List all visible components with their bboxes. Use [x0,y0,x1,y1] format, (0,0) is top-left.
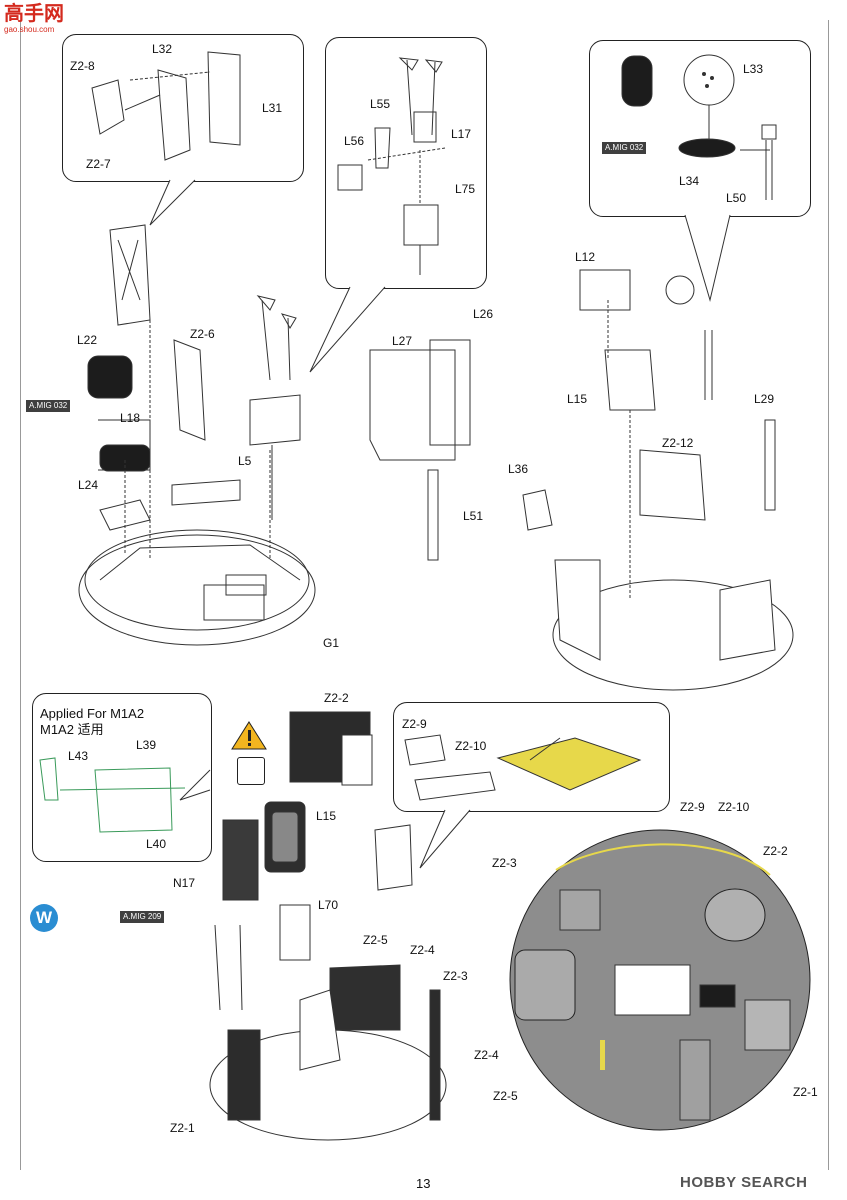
step-marker: W [30,904,58,932]
part-label: L12 [575,250,596,264]
part-label: Z2-2 [324,691,349,705]
paint-tag: A.MIG 032 [602,142,647,154]
part-label: Z2-8 [70,59,95,73]
applied-box-title: Applied For M1A2 M1A2 适用 [40,706,144,738]
page-number: 13 [416,1176,431,1191]
page-frame [20,20,829,1170]
part-label: L27 [392,334,413,348]
part-label: L22 [77,333,98,347]
middle-right-parts [404,734,642,801]
part-label: Z2-5 [493,1089,518,1103]
part-label: L15 [316,809,337,823]
part-label: L31 [262,101,283,115]
part-label: L43 [68,749,89,763]
part-label: Z2-6 [190,327,215,341]
part-label: Z2-9 [402,717,427,731]
paint-tag: A.MIG 209 [120,911,165,923]
part-label: L39 [136,738,157,752]
applied-title-line2: M1A2 适用 [40,722,104,737]
part-label: Z2-3 [492,856,517,870]
part-label: L26 [473,307,494,321]
watermark: HOBBY SEARCH [680,1174,808,1191]
part-label: L15 [567,392,588,406]
callout-top-left [62,34,304,182]
callout-top-middle [325,37,487,289]
part-label: L40 [146,837,167,851]
site-logo-url: gao.shou.com [4,25,55,34]
callout-top-right-parts [621,54,777,200]
applied-box-parts [39,757,186,833]
part-label: Z2-1 [793,1085,818,1099]
part-label: L36 [508,462,529,476]
part-label: Z2-1 [170,1121,195,1135]
paint-tag: A.MIG 032 [26,400,71,412]
right-turret-floor [522,269,794,691]
part-label: L51 [463,509,484,523]
part-label: L24 [78,478,99,492]
part-label: L17 [451,127,472,141]
callout-top-middle-parts [337,57,446,275]
applied-title-line1: Applied For M1A2 [40,706,145,721]
part-label: L70 [318,898,339,912]
part-label: Z2-2 [763,844,788,858]
part-label: L18 [120,411,141,425]
part-label: L33 [743,62,764,76]
part-label: L55 [370,97,391,111]
part-label: Z2-4 [410,943,435,957]
part-label: Z2-12 [662,436,694,450]
part-label: L29 [754,392,775,406]
part-label: Z2-10 [718,800,750,814]
part-label: G1 [323,636,340,650]
part-label: L50 [726,191,747,205]
part-label: Z2-10 [455,739,487,753]
part-label: L5 [238,454,252,468]
part-label: Z2-4 [474,1048,499,1062]
callout-top-left-parts [91,51,241,161]
site-logo: 高手网 [4,3,64,25]
part-label: L56 [344,134,365,148]
part-label: Z2-9 [680,800,705,814]
part-label: L32 [152,42,173,56]
bottom-right-top-view [509,829,811,1131]
part-label: Z2-3 [443,969,468,983]
part-label: L34 [679,174,700,188]
part-label: L75 [455,182,476,196]
flip-icon [237,757,265,785]
left-turret-floor [78,224,471,646]
part-label: N17 [173,876,196,890]
part-label: Z2-7 [86,157,111,171]
part-label: Z2-5 [363,933,388,947]
bottom-left-turret [209,711,447,1141]
